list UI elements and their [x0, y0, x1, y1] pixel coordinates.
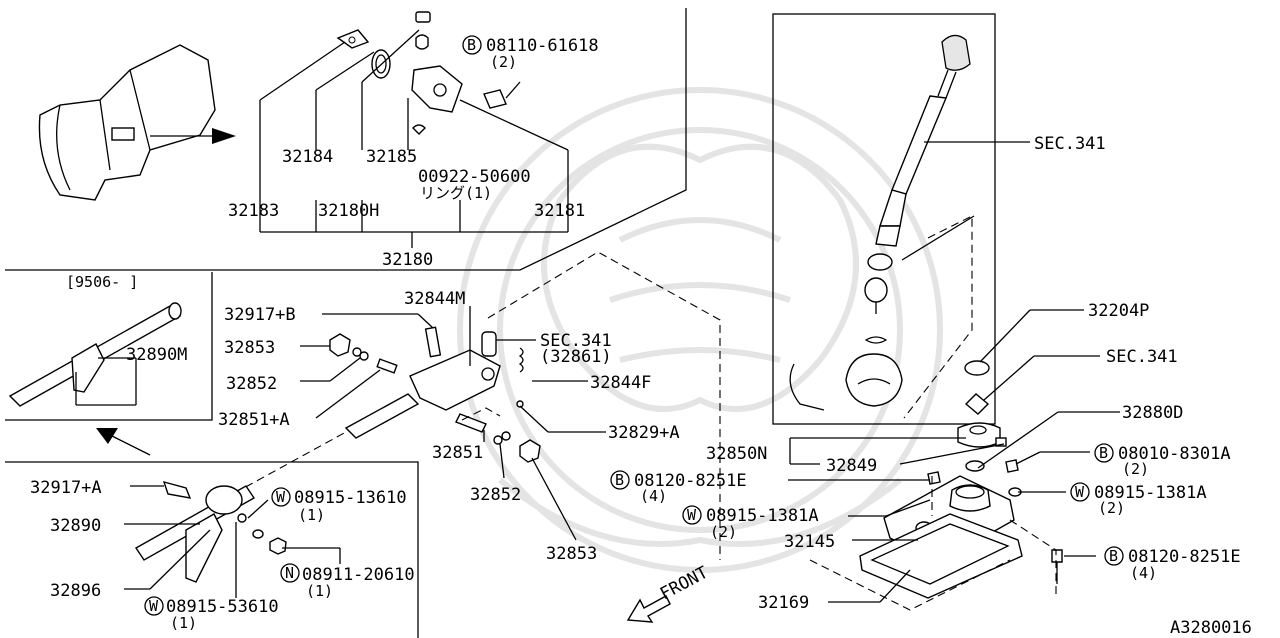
label-32145: 32145 — [784, 532, 835, 552]
label-08915-53610-qty: (1) — [170, 614, 197, 632]
label-08110-qty: (2) — [490, 53, 517, 71]
label-32183: 32183 — [228, 201, 279, 221]
label-32180h: 32180H — [318, 201, 379, 221]
background-watermark — [457, 87, 943, 573]
center-labels: 32917+B 32844M 32853 32852 32851+A SEC.3… — [218, 289, 680, 564]
washer-symbol: W — [144, 596, 164, 616]
washer-symbol: W — [271, 487, 291, 507]
label-08110-61618: 08110-61618 — [486, 36, 599, 56]
label-08915-1381a-right-qty: (2) — [1098, 499, 1125, 517]
label-32849: 32849 — [826, 456, 877, 476]
bolt-symbol: B — [1104, 546, 1124, 566]
label-00922-50600: 00922-50600 — [418, 167, 531, 187]
label-08120-8251e-right-qty: (4) — [1130, 564, 1157, 582]
label-08915-13610: 08915-13610 — [294, 488, 407, 508]
svg-text:B: B — [467, 36, 476, 54]
label-08120-8251e-left: 08120-8251E — [634, 471, 747, 491]
top-labels: 32184 32185 32183 32180H 32181 32180 009… — [228, 35, 599, 270]
label-32917a: 32917+A — [30, 478, 102, 498]
label-32181: 32181 — [534, 201, 585, 221]
label-32853-b: 32853 — [546, 544, 597, 564]
label-sec341-c: SEC.341 — [1106, 347, 1178, 367]
top-parts — [259, 11, 569, 248]
bolt-symbol: B — [1094, 443, 1114, 463]
label-32844m: 32844M — [404, 289, 465, 309]
label-08010-8301a-qty: (2) — [1122, 460, 1149, 478]
bolt-symbol: B — [610, 470, 630, 490]
shift-lever-assembly — [789, 34, 975, 419]
label-32851a: 32851+A — [218, 410, 290, 430]
label-08915-53610: 08915-53610 — [166, 597, 279, 617]
bolt-symbol: B — [462, 35, 482, 55]
label-32896: 32896 — [50, 581, 101, 601]
center-linkage — [199, 251, 721, 560]
label-08911-20610: 08911-20610 — [302, 565, 415, 585]
label-32917b: 32917+B — [224, 305, 296, 325]
inset-9506: [9506- ] 32890M — [8, 273, 187, 456]
right-parts — [788, 141, 1120, 611]
label-32180: 32180 — [382, 250, 433, 270]
label-08915-1381a-right: 08915-1381A — [1094, 483, 1207, 503]
label-32890: 32890 — [50, 516, 101, 536]
label-08915-1381a-left: 08915-1381A — [706, 506, 819, 526]
label-32844f: 32844F — [590, 373, 651, 393]
label-32850n: 32850N — [706, 444, 767, 464]
label-08915-13610-qty: (1) — [298, 506, 325, 524]
label-sec341-b-sub: (32861) — [540, 347, 612, 367]
washer-symbol: W — [682, 505, 702, 525]
label-range: [9506- ] — [66, 273, 138, 291]
label-ring: リング(1) — [420, 184, 492, 202]
svg-text:W: W — [149, 597, 159, 615]
label-32852-b: 32852 — [470, 485, 521, 505]
label-32880d: 32880D — [1122, 403, 1183, 423]
label-32204p: 32204P — [1088, 301, 1149, 321]
label-08911-20610-qty: (1) — [306, 582, 333, 600]
label-32184: 32184 — [282, 147, 333, 167]
washer-symbol: W — [1070, 482, 1090, 502]
label-32185: 32185 — [366, 147, 417, 167]
bottom-left-labels: 32917+A 32890 32896 W 08915-13610 (1) N … — [30, 478, 415, 632]
label-08010-8301a: 08010-8301A — [1118, 444, 1231, 464]
right-labels: SEC.341 32204P SEC.341 32880D 32850N 328… — [610, 134, 1241, 613]
svg-text:B: B — [615, 471, 624, 489]
nut-symbol: N — [280, 563, 300, 583]
label-32851: 32851 — [432, 443, 483, 463]
svg-text:W: W — [687, 506, 697, 524]
label-sec341-b: SEC.341 — [540, 331, 612, 351]
svg-text:W: W — [1075, 483, 1085, 501]
svg-text:B: B — [1109, 547, 1118, 565]
label-32890m: 32890M — [126, 345, 187, 365]
svg-text:B: B — [1099, 444, 1108, 462]
figure-code: A3280016 — [1170, 618, 1252, 638]
label-32829a: 32829+A — [608, 423, 680, 443]
label-32169: 32169 — [758, 593, 809, 613]
bottom-lever — [124, 480, 341, 598]
front-arrow: FRONT — [626, 563, 712, 623]
label-32852-a: 32852 — [226, 374, 277, 394]
transmission-icon — [38, 44, 236, 201]
label-32853-a: 32853 — [224, 338, 275, 358]
label-08120-8251e-right: 08120-8251E — [1128, 547, 1241, 567]
section-frames — [5, 8, 996, 638]
svg-text:N: N — [285, 564, 294, 582]
label-08120-8251e-left-qty: (4) — [640, 487, 667, 505]
svg-text:W: W — [276, 488, 286, 506]
label-08915-1381a-left-qty: (2) — [710, 523, 737, 541]
label-sec341-a: SEC.341 — [1034, 134, 1106, 154]
